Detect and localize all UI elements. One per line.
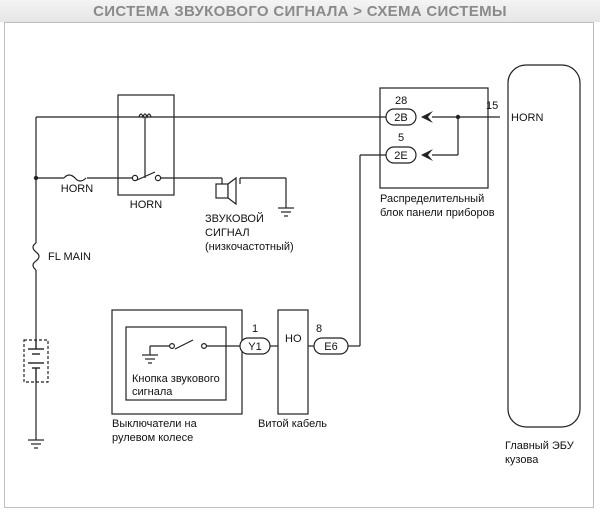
battery-ground-icon: [28, 439, 44, 449]
connector-e6: [313, 337, 349, 355]
bus-junction-dot-horn: [33, 175, 39, 181]
connector-2e-name: 2E: [394, 150, 407, 162]
connector-2b-arrow-icon: [421, 111, 433, 123]
junction-block-label-1: Распределительный: [380, 193, 484, 205]
y1-pin: 1: [252, 323, 258, 335]
steering-switches-label-2: рулевом колесе: [112, 432, 193, 444]
horn-fuse-symbol: [63, 174, 87, 182]
horn-device-label-1: ЗВУКОВОЙ: [205, 212, 264, 225]
horn-button-label-1: Кнопка звукового: [132, 373, 220, 385]
relay-contact-dot-right: [154, 174, 162, 182]
page-header: СИСТЕМА ЗВУКОВОГО СИГНАЛА > СХЕМА СИСТЕМ…: [0, 0, 600, 22]
horn-device-label-3: (низкочастотный): [205, 241, 294, 253]
horn-speaker-icon: [215, 176, 237, 206]
button-contact: [174, 339, 194, 350]
fl-main-label: FL MAIN: [48, 251, 91, 263]
battery-icon: [28, 340, 44, 382]
junction-block: [379, 87, 489, 189]
button-ground-icon: [142, 354, 158, 364]
steering-switches-label-1: Выключатели на: [112, 418, 198, 430]
steering-switch-module: [111, 309, 243, 415]
spiral-cable-box: [277, 309, 309, 415]
relay-contact-dot-left: [131, 174, 139, 182]
connector-2e: [385, 146, 417, 164]
relay-contact-blade: [136, 171, 156, 181]
e6-name: E6: [324, 341, 337, 353]
horn-device-label-2: СИГНАЛ: [205, 227, 250, 239]
horn-ground-icon: [278, 207, 294, 217]
button-contact-dot-left: [169, 343, 176, 350]
ecu-label-2: кузова: [505, 454, 539, 466]
relay-label: HORN: [130, 199, 162, 211]
connector-2b-name: 2B: [394, 112, 407, 124]
spiral-cable-terminal: HO: [285, 333, 302, 345]
connector-2b-pin: 28: [395, 95, 407, 107]
horn-button-box: [125, 326, 227, 401]
y1-name: Y1: [248, 341, 261, 353]
horn-fuse-label: HORN: [61, 183, 93, 195]
fl-main-fuse-symbol: [32, 242, 40, 271]
bus-junction-dot-top: [455, 114, 461, 120]
e6-pin: 8: [316, 323, 322, 335]
page-title: СИСТЕМА ЗВУКОВОГО СИГНАЛА > СХЕМА СИСТЕМ…: [93, 3, 507, 20]
relay-coil-symbol: [138, 113, 152, 119]
horn-relay: [117, 94, 175, 196]
ecu-label-1: Главный ЭБУ: [505, 440, 575, 452]
diagram-frame: [4, 22, 594, 508]
connector-2e-pin: 5: [398, 132, 404, 144]
body-ecu: [507, 64, 581, 428]
connector-2b: [385, 108, 417, 126]
horn-button-label-2: сигнала: [132, 386, 173, 398]
ecu-pin-15: 15: [486, 100, 498, 112]
connector-y1: [239, 337, 271, 355]
button-contact-dot-right: [201, 343, 208, 350]
junction-block-label-2: блок панели приборов: [380, 207, 495, 219]
connector-2e-arrow-icon: [421, 149, 433, 161]
ecu-terminal-horn: HORN: [511, 112, 543, 124]
spiral-cable-label: Витой кабель: [258, 418, 327, 430]
